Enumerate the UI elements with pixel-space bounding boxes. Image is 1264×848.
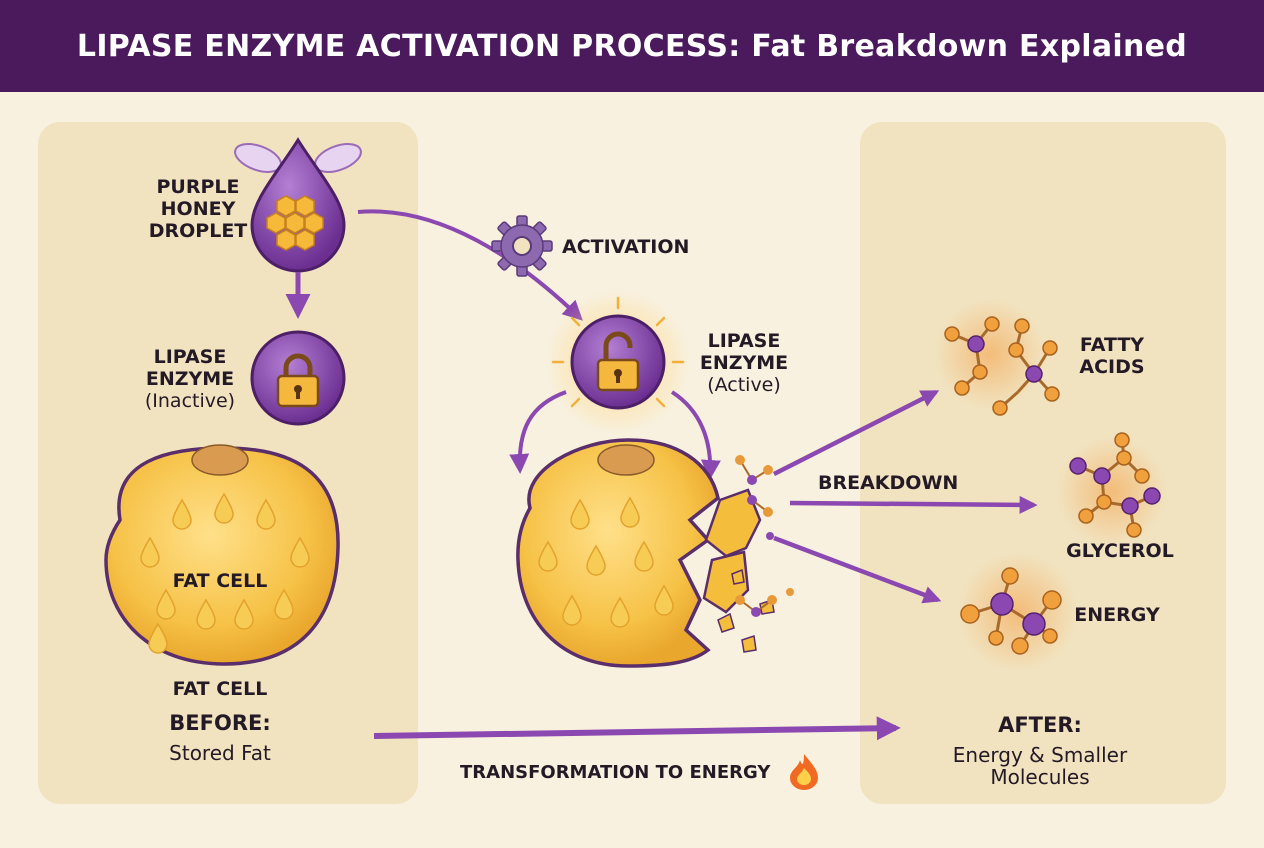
activation-label: ACTIVATION [562, 236, 690, 258]
droplet-label-line-2: HONEY [160, 198, 236, 220]
after-text-line-2: Molecules [990, 765, 1090, 789]
honey-droplet-icon [234, 137, 362, 273]
after-panel [860, 122, 1226, 804]
unlock-icon [570, 314, 666, 410]
before-heading: BEFORE: [169, 711, 271, 735]
fatty-acids-line-1: FATTY [1079, 334, 1145, 356]
fat-cell-caption: FAT CELL [172, 678, 268, 700]
enzyme-active-label: LIPASE ENZYME (Active) [684, 330, 804, 396]
after-text-line-1: Energy & Smaller [952, 743, 1128, 767]
enzyme-inactive-label: LIPASE ENZYME (Inactive) [130, 346, 250, 412]
before-text: Stored Fat [169, 741, 271, 765]
diagram-art [104, 137, 1167, 790]
gear-icon [491, 215, 553, 277]
glycerol-label: GLYCEROL [1066, 540, 1174, 562]
after-heading: AFTER: [998, 713, 1082, 737]
droplet-label-line-3: DROPLET [148, 220, 248, 242]
enzyme-active-line-2: ENZYME [699, 352, 789, 374]
enzyme-active-line-1: LIPASE [707, 330, 781, 352]
droplet-label: PURPLE HONEY DROPLET [138, 176, 258, 242]
energy-label: ENERGY [1074, 604, 1160, 626]
fatty-acids-label: FATTY ACIDS [1072, 334, 1152, 378]
fire-icon [790, 754, 818, 790]
enzyme-inactive-line-2: ENZYME [145, 368, 235, 390]
fat-cell-broken-icon [516, 438, 794, 668]
after-text: Energy & Smaller Molecules [930, 744, 1150, 788]
droplet-label-line-1: PURPLE [156, 176, 240, 198]
transformation-label: TRANSFORMATION TO ENERGY [460, 762, 771, 783]
fat-cell-icon [104, 444, 340, 666]
header-bar: LIPASE ENZYME ACTIVATION PROCESS: Fat Br… [0, 0, 1264, 92]
fatty-acids-line-2: ACIDS [1079, 356, 1145, 378]
molecule-icon [935, 299, 1167, 672]
page-title: LIPASE ENZYME ACTIVATION PROCESS: Fat Br… [76, 28, 1188, 64]
lock-icon [250, 330, 346, 426]
breakdown-label: BREAKDOWN [818, 472, 959, 494]
enzyme-inactive-state: (Inactive) [144, 390, 236, 412]
fat-cell-inner-label: FAT CELL [172, 570, 268, 592]
enzyme-active-state: (Active) [707, 374, 781, 396]
enzyme-inactive-line-1: LIPASE [153, 346, 227, 368]
honeycomb-icon [266, 195, 324, 251]
